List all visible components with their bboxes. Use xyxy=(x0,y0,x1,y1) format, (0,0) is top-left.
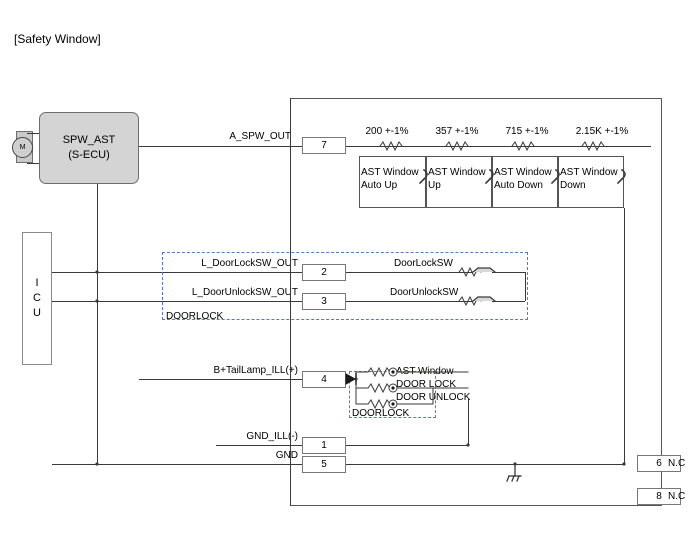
resistor-label-2: 357 +-1% xyxy=(435,126,479,137)
switch-label-1-line1: AST Window xyxy=(361,167,419,178)
wire-switchbank-ground-rail xyxy=(624,208,625,464)
switch-label-2-line2: Up xyxy=(428,180,441,191)
wire-doorunlock-out xyxy=(52,301,302,302)
pin-label-taillamp-ill: B+TailLamp_ILL(+) xyxy=(213,365,299,376)
switch-label-1: AST Window Auto Up xyxy=(361,166,419,192)
switch-label-2-line1: AST Window xyxy=(428,167,486,178)
wire-doorlocksw-right xyxy=(492,272,525,273)
resistor-label-1: 200 +-1% xyxy=(365,126,409,137)
pin-label-gnd-ill: GND_ILL(-) xyxy=(246,431,298,442)
wire-gnd-ill-riser xyxy=(468,398,469,445)
wire-doorunlocksw-right xyxy=(492,301,525,302)
group-doorlock-illumination-caption: DOORLOCK xyxy=(352,408,410,419)
pin-label-nc-8: N.C xyxy=(668,491,686,502)
switch-label-1-line2: Auto Up xyxy=(361,180,398,191)
switch-cell-4 xyxy=(558,156,624,208)
wire-doorlocksw-left xyxy=(346,272,473,273)
pin-label-doorlock-out: L_DoorLockSW_OUT xyxy=(201,258,298,269)
pin-box-3: 3 xyxy=(302,293,346,310)
switch-cell-2 xyxy=(426,156,492,208)
wire-doorlock-return xyxy=(525,272,526,301)
switch-label-4: AST Window Down xyxy=(560,166,618,192)
pin-box-2: 2 xyxy=(302,264,346,281)
pin-label-a-spw-out: A_SPW_OUT xyxy=(229,131,291,142)
wire-doorlock-out xyxy=(52,272,302,273)
lamp-label-door-lock: DOOR LOCK xyxy=(396,379,457,390)
wire-gnd-right xyxy=(346,464,624,465)
switch-cell-1 xyxy=(359,156,426,208)
wire-doorunlocksw-left xyxy=(346,301,473,302)
motor-label: M xyxy=(12,137,33,158)
wire-resistor-bus xyxy=(346,146,651,147)
pin-box-8: 8 xyxy=(637,488,681,505)
page-title: [Safety Window] xyxy=(14,32,101,46)
resistor-label-4: 2.15K +-1% xyxy=(575,126,629,137)
pin-label-nc-6: N.C xyxy=(668,458,686,469)
pin-label-gnd: GND xyxy=(275,450,298,461)
wire-gnd xyxy=(52,464,302,465)
switch-label-2: AST Window Up xyxy=(428,166,486,192)
wire-taillamp-ill xyxy=(139,379,302,380)
icu-letter-i: I xyxy=(35,277,39,289)
ecu-title-line1: SPW_AST xyxy=(62,134,116,146)
motor-lead-top xyxy=(27,133,41,134)
icu-letter-u: U xyxy=(33,307,41,319)
motor-symbol: M xyxy=(10,129,40,165)
motor-lead-bottom xyxy=(27,163,41,164)
wire-gnd-ill xyxy=(216,445,302,446)
block-left-edge xyxy=(290,98,291,506)
switch-label-3-line2: Auto Down xyxy=(494,180,543,191)
wire-ecu-trunk xyxy=(97,184,98,465)
pin-box-1: 1 xyxy=(302,437,346,454)
group-doorlock-switches xyxy=(162,252,528,320)
ecu-title-line2: (S-ECU) xyxy=(68,149,110,161)
pin-box-4: 4 xyxy=(302,371,346,388)
pin-box-6: 6 xyxy=(637,455,681,472)
label-doorunlocksw: DoorUnlockSW xyxy=(390,287,459,298)
switch-label-3-line1: AST Window xyxy=(494,167,552,178)
wire-a-spw-out xyxy=(139,146,302,147)
wire-gnd-ill-right xyxy=(346,445,468,446)
switch-label-4-line1: AST Window xyxy=(560,167,618,178)
resistor-label-3: 715 +-1% xyxy=(505,126,549,137)
switch-label-4-line2: Down xyxy=(560,180,586,191)
switch-cell-3 xyxy=(492,156,558,208)
label-doorlocksw: DoorLockSW xyxy=(394,258,453,269)
pin-label-doorunlock-out: L_DoorUnlockSW_OUT xyxy=(191,287,298,298)
group-doorlock-switches-caption: DOORLOCK xyxy=(166,311,224,322)
icu-letter-c: C xyxy=(33,292,41,304)
pin-box-5: 5 xyxy=(302,456,346,473)
icu-block: I C U xyxy=(22,232,52,365)
pin-box-7: 7 xyxy=(302,137,346,154)
spw-ast-ecu-block: SPW_AST (S-ECU) xyxy=(39,112,139,184)
switch-label-3: AST Window Auto Down xyxy=(494,166,552,192)
